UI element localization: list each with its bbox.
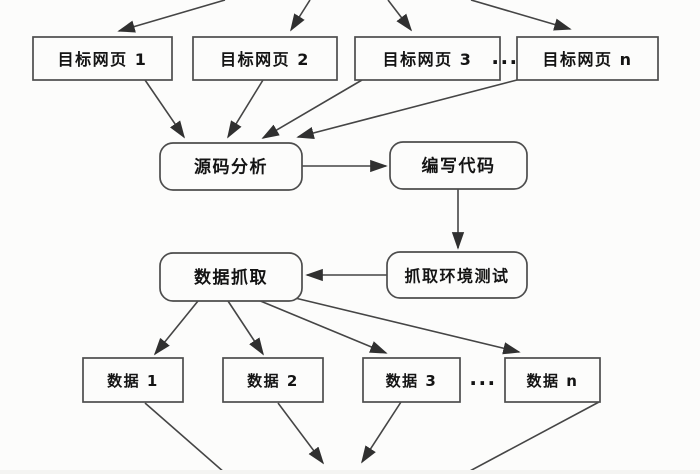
edge-target-page-1-to-source-code-analysis [144,79,185,139]
target-page-3-label: 目标网页 3 [383,50,473,69]
data-2-box [222,357,324,403]
node-source-code-analysis: 源码分析 [159,142,303,191]
target-page-3-box [354,36,501,81]
data-1-box [82,357,184,403]
crawl-env-test-label: 抓取环境测试 [404,267,509,286]
data-3-box [362,357,461,403]
edge-target-page-2-to-source-code-analysis [227,79,264,139]
node-data-2: 数据 2 [222,357,324,403]
write-code-box [389,141,528,190]
source-code-analysis-label: 源码分析 [194,157,268,178]
node-write-code: 编写代码 [389,141,528,190]
edge-data-crawl-to-data-1 [153,300,199,356]
target-page-2-label: 目标网页 2 [220,50,310,69]
node-target-page-n: 目标网页 n [516,36,659,81]
data-1-label: 数据 1 [107,372,159,390]
node-target-page-1: 目标网页 1 [32,36,173,81]
target-page-n-label: 目标网页 n [543,50,633,69]
dots-target-row: ... [491,45,518,69]
target-page-1-box [32,36,173,81]
node-data-1: 数据 1 [82,357,184,403]
data-crawl-label: 数据抓取 [194,267,268,288]
data-n-label: 数据 n [527,372,579,390]
write-code-label: 编写代码 [422,156,496,177]
data-2-label: 数据 2 [247,372,299,390]
data-crawl-box [159,252,303,302]
edge-data-1-to-offscreen-bottom [144,402,228,474]
edge-offscreen-top-to-target-page-3 [387,0,413,32]
node-target-page-3: 目标网页 3 [354,36,501,81]
edge-offscreen-top-to-target-page-n [470,0,572,31]
edge-data-crawl-to-data-3 [257,299,388,354]
target-page-n-box [516,36,659,81]
edge-offscreen-top-to-target-page-1 [117,0,226,33]
dots-data-row: ... [469,366,496,390]
target-page-2-box [192,36,338,81]
edge-data-crawl-to-data-n [294,297,521,355]
edge-data-n-to-offscreen-bottom [462,401,600,474]
edge-data-3-to-offscreen-bottom [361,401,402,464]
edge-target-page-3-to-source-code-analysis [261,79,363,139]
edge-data-crawl-to-data-2 [227,300,264,356]
node-data-3: 数据 3 [362,357,461,403]
node-crawl-env-test: 抓取环境测试 [386,251,528,299]
data-3-label: 数据 3 [386,372,438,390]
edge-data-2-to-offscreen-bottom [277,402,325,465]
node-data-crawl: 数据抓取 [159,252,303,302]
source-code-analysis-box [159,142,303,191]
crawl-env-test-box [386,251,528,299]
edge-offscreen-top-to-target-page-2 [290,0,311,32]
data-n-box [504,357,601,403]
node-target-page-2: 目标网页 2 [192,36,338,81]
node-data-n: 数据 n [504,357,601,403]
edge-target-page-n-to-source-code-analysis [296,79,518,139]
target-page-1-label: 目标网页 1 [58,50,148,69]
